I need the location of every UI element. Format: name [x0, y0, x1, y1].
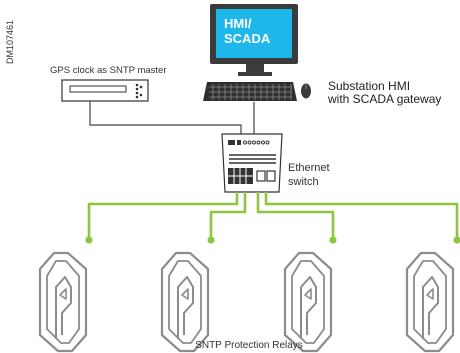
document-id: DM107461	[5, 20, 15, 64]
screen-text-line2: SCADA	[224, 31, 271, 46]
ethernet-switch: Ethernet switch	[221, 133, 330, 193]
link-endpoints	[85, 236, 460, 244]
gps-clock-display	[69, 85, 127, 93]
switch-led	[256, 140, 261, 145]
hmi-label-line1: Substation HMI	[328, 79, 410, 93]
link-relay-4	[264, 192, 459, 238]
switch-label-line1: Ethernet	[288, 162, 330, 174]
switch-led	[265, 140, 270, 145]
relay-3	[283, 251, 333, 353]
link-relay-2	[209, 192, 247, 238]
relay-4	[405, 251, 455, 353]
switch-led	[243, 140, 247, 145]
link-relay-3	[256, 192, 335, 238]
relays-label: SNTP Protection Relays	[195, 340, 303, 351]
wire-gps-to-switch	[89, 101, 242, 134]
hmi-label-line2: with SCADA gateway	[327, 92, 441, 106]
network-links	[87, 192, 459, 238]
switch-led	[247, 140, 252, 145]
monitor: HMI/ SCADA	[210, 4, 298, 76]
gps-clock-label: GPS clock as SNTP master	[50, 65, 167, 76]
monitor-stand	[238, 64, 272, 76]
hmi-workstation: HMI/ SCADA Substation HMI with SCADA gat…	[203, 4, 441, 106]
mouse-icon	[301, 83, 311, 99]
keyboard	[203, 82, 297, 101]
gps-clock: GPS clock as SNTP master	[50, 65, 167, 102]
monitor-screen	[216, 9, 292, 58]
relay-2	[160, 251, 210, 353]
switch-vents	[229, 154, 276, 164]
switch-label-line2: switch	[288, 176, 319, 188]
screen-text-line1: HMI/	[224, 16, 252, 31]
link-relay-1	[87, 192, 239, 238]
relay-1	[38, 251, 88, 353]
switch-led	[252, 140, 256, 145]
switch-leds	[243, 140, 270, 145]
wires	[89, 101, 255, 134]
switch-led	[261, 140, 265, 145]
